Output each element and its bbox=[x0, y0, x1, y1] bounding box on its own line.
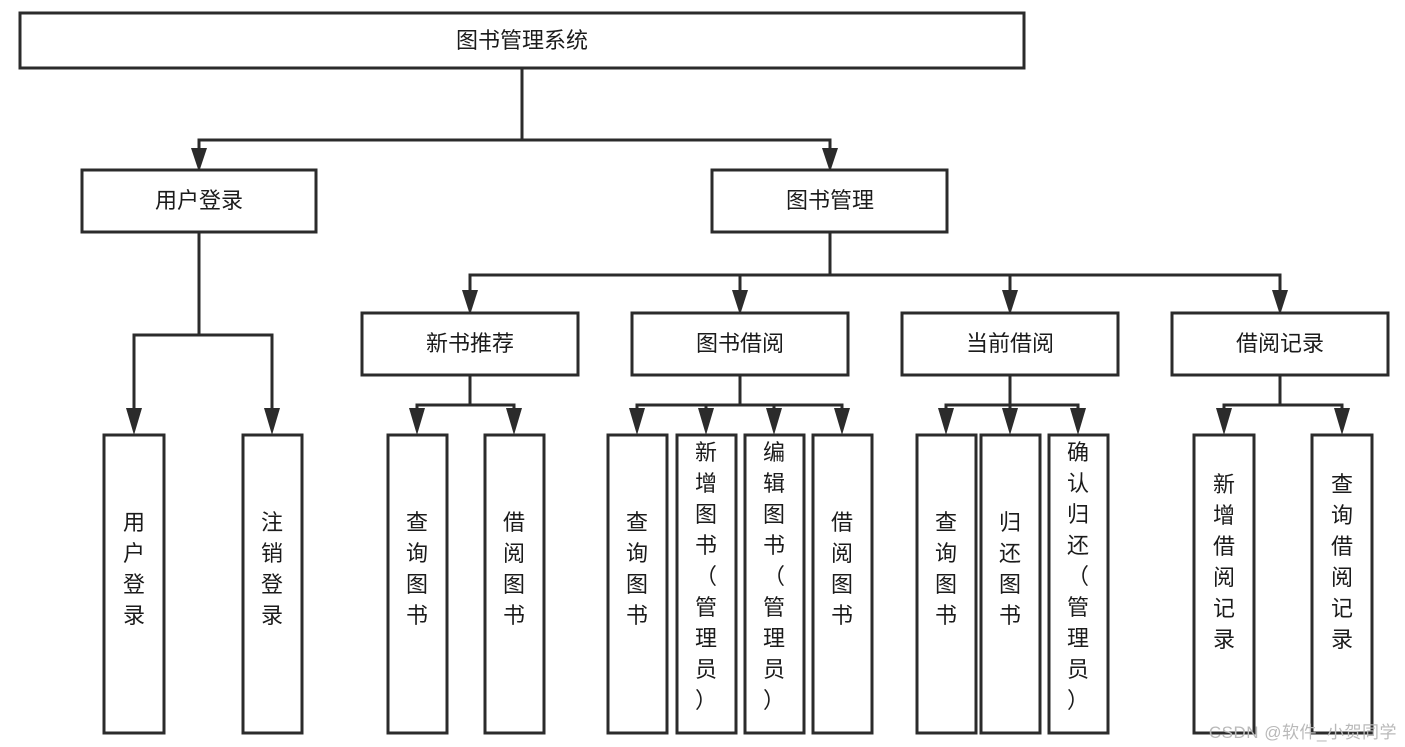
arrow-borrow-record-icon bbox=[1272, 290, 1288, 315]
node-leaf-borrow-book-label: 借阅图书 bbox=[831, 510, 853, 628]
arrow-leaf-user-login-icon bbox=[126, 408, 142, 435]
arrow-to-user-login-icon bbox=[191, 148, 207, 172]
node-leaf-add-borrow-record-label: 新增借阅记录 bbox=[1213, 472, 1235, 652]
node-leaf-user-logout[interactable]: 注销登录 bbox=[241, 433, 304, 735]
arrow-leaf-query-book-new-icon bbox=[409, 408, 425, 435]
node-leaf-query-borrow-record-box[interactable] bbox=[1310, 433, 1374, 735]
connector-layer bbox=[126, 66, 1350, 435]
arrow-leaf-user-logout-icon bbox=[264, 408, 280, 435]
node-current-borrow-box[interactable] bbox=[900, 311, 1120, 377]
arrow-leaf-query-borrow-record-icon bbox=[1334, 408, 1350, 435]
node-leaf-query-book-current-label: 查询图书 bbox=[935, 510, 957, 628]
node-leaf-user-login-box[interactable] bbox=[102, 433, 166, 735]
arrow-current-borrow-icon bbox=[1002, 290, 1018, 315]
arrow-leaf-query-book-current-icon bbox=[938, 408, 954, 435]
node-current-borrow-label: 当前借阅 bbox=[966, 331, 1054, 356]
arrow-to-book-management-icon bbox=[822, 148, 838, 172]
arrow-leaf-borrow-book-new-icon bbox=[506, 408, 522, 435]
node-leaf-query-book-new[interactable]: 查询图书 bbox=[386, 433, 449, 735]
node-leaf-add-book-admin-label: 新增图书（管理员） bbox=[695, 440, 717, 713]
node-leaf-query-book-new-label: 查询图书 bbox=[406, 510, 428, 628]
node-user-login-label: 用户登录 bbox=[155, 188, 243, 213]
node-leaf-add-book-admin-box[interactable] bbox=[675, 433, 738, 735]
node-leaf-add-borrow-record-box[interactable] bbox=[1192, 433, 1256, 735]
node-leaf-add-borrow-record[interactable]: 新增借阅记录 bbox=[1192, 433, 1256, 735]
node-leaf-user-login[interactable]: 用户登录 bbox=[102, 433, 166, 735]
node-leaf-borrow-book-box[interactable] bbox=[811, 433, 874, 735]
arrow-new-book-recommend-icon bbox=[462, 290, 478, 315]
node-leaf-confirm-return-admin[interactable]: 确认归还（管理员） bbox=[1047, 433, 1110, 735]
node-leaf-confirm-return-admin-box[interactable] bbox=[1047, 433, 1110, 735]
node-book-management-box[interactable] bbox=[710, 168, 949, 234]
node-leaf-edit-book-admin-label: 编辑图书（管理员） bbox=[763, 440, 785, 713]
arrow-leaf-edit-book-admin-icon bbox=[766, 408, 782, 435]
node-leaf-query-book-current-box[interactable] bbox=[915, 433, 978, 735]
node-leaf-query-borrow-record-label: 查询借阅记录 bbox=[1331, 472, 1353, 652]
node-leaf-return-book-box[interactable] bbox=[979, 433, 1042, 735]
node-leaf-query-borrow-record[interactable]: 查询借阅记录 bbox=[1310, 433, 1374, 735]
node-current-borrow[interactable]: 当前借阅 bbox=[900, 311, 1120, 377]
node-leaf-user-login-label: 用户登录 bbox=[123, 510, 145, 628]
node-new-book-recommend-label: 新书推荐 bbox=[426, 331, 514, 356]
node-leaf-edit-book-admin[interactable]: 编辑图书（管理员） bbox=[743, 433, 806, 735]
node-user-login-box[interactable] bbox=[80, 168, 318, 234]
node-book-borrow-box[interactable] bbox=[630, 311, 850, 377]
node-leaf-edit-book-admin-box[interactable] bbox=[743, 433, 806, 735]
node-leaf-borrow-book-new-box[interactable] bbox=[483, 433, 546, 735]
node-book-borrow-label: 图书借阅 bbox=[696, 331, 784, 356]
node-leaf-borrow-book-new[interactable]: 借阅图书 bbox=[483, 433, 546, 735]
node-leaf-query-book-borrow[interactable]: 查询图书 bbox=[606, 433, 669, 735]
node-leaf-borrow-book[interactable]: 借阅图书 bbox=[811, 433, 874, 735]
node-borrow-record-box[interactable] bbox=[1170, 311, 1390, 377]
node-root-label: 图书管理系统 bbox=[456, 28, 588, 53]
node-leaf-query-book-new-box[interactable] bbox=[386, 433, 449, 735]
node-leaf-query-book-borrow-box[interactable] bbox=[606, 433, 669, 735]
node-root-box[interactable] bbox=[18, 11, 1026, 70]
node-leaf-user-logout-label: 注销登录 bbox=[261, 510, 283, 628]
node-root[interactable]: 图书管理系统 bbox=[18, 11, 1026, 70]
node-leaf-borrow-book-new-label: 借阅图书 bbox=[503, 510, 525, 628]
node-book-borrow[interactable]: 图书借阅 bbox=[630, 311, 850, 377]
arrow-book-borrow-icon bbox=[732, 290, 748, 315]
node-leaf-add-book-admin[interactable]: 新增图书（管理员） bbox=[675, 433, 738, 735]
node-borrow-record[interactable]: 借阅记录 bbox=[1170, 311, 1390, 377]
node-book-management-label: 图书管理 bbox=[786, 188, 874, 213]
node-new-book-recommend[interactable]: 新书推荐 bbox=[360, 311, 580, 377]
csdn-watermark: CSDN @软件_小贺同学 bbox=[1208, 723, 1397, 742]
node-leaf-return-book-label: 归还图书 bbox=[999, 510, 1021, 628]
node-leaf-user-logout-box[interactable] bbox=[241, 433, 304, 735]
arrow-leaf-confirm-return-icon bbox=[1070, 408, 1086, 435]
arrow-leaf-return-book-icon bbox=[1002, 408, 1018, 435]
node-leaf-confirm-return-admin-label: 确认归还（管理员） bbox=[1067, 440, 1089, 713]
arrow-leaf-query-book-borrow-icon bbox=[629, 408, 645, 435]
node-user-login[interactable]: 用户登录 bbox=[80, 168, 318, 234]
node-leaf-query-book-borrow-label: 查询图书 bbox=[626, 510, 648, 628]
node-borrow-record-label: 借阅记录 bbox=[1236, 331, 1324, 356]
node-leaf-query-book-current[interactable]: 查询图书 bbox=[915, 433, 978, 735]
arrow-leaf-add-borrow-record-icon bbox=[1216, 408, 1232, 435]
node-new-book-recommend-box[interactable] bbox=[360, 311, 580, 377]
arrow-leaf-borrow-book-icon bbox=[834, 408, 850, 435]
arrow-leaf-add-book-admin-icon bbox=[698, 408, 714, 435]
node-leaf-return-book[interactable]: 归还图书 bbox=[979, 433, 1042, 735]
node-book-management[interactable]: 图书管理 bbox=[710, 168, 949, 234]
